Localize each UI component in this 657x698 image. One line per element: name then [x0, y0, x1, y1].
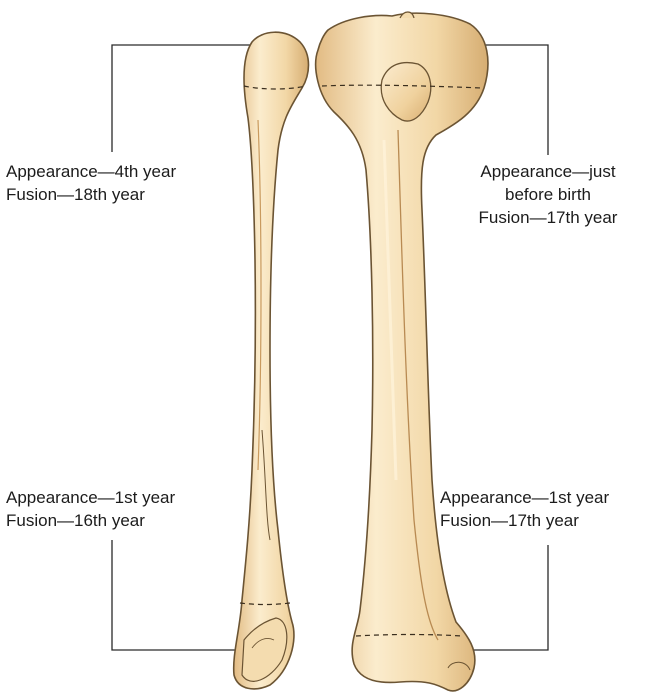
label-line: Appearance—1st year: [6, 486, 175, 509]
tibia-bone: [316, 12, 488, 691]
label-line: Appearance—4th year: [6, 160, 176, 183]
tibia-lower-epiphysis-label: Appearance—1st year Fusion—17th year: [440, 486, 609, 532]
tibia-upper-epiphysis-label: Appearance—just before birth Fusion—17th…: [458, 160, 638, 229]
leader-lines: [112, 45, 548, 650]
fibula-bone: [234, 32, 309, 689]
fibula-lower-epiphysis-label: Appearance—1st year Fusion—16th year: [6, 486, 175, 532]
label-line: Appearance—1st year: [440, 486, 609, 509]
label-line: Fusion—17th year: [440, 509, 609, 532]
label-line: Appearance—just: [458, 160, 638, 183]
fibula-upper-epiphysis-label: Appearance—4th year Fusion—18th year: [6, 160, 176, 206]
label-line: before birth: [458, 183, 638, 206]
label-line: Fusion—16th year: [6, 509, 175, 532]
label-line: Fusion—18th year: [6, 183, 176, 206]
label-line: Fusion—17th year: [458, 206, 638, 229]
